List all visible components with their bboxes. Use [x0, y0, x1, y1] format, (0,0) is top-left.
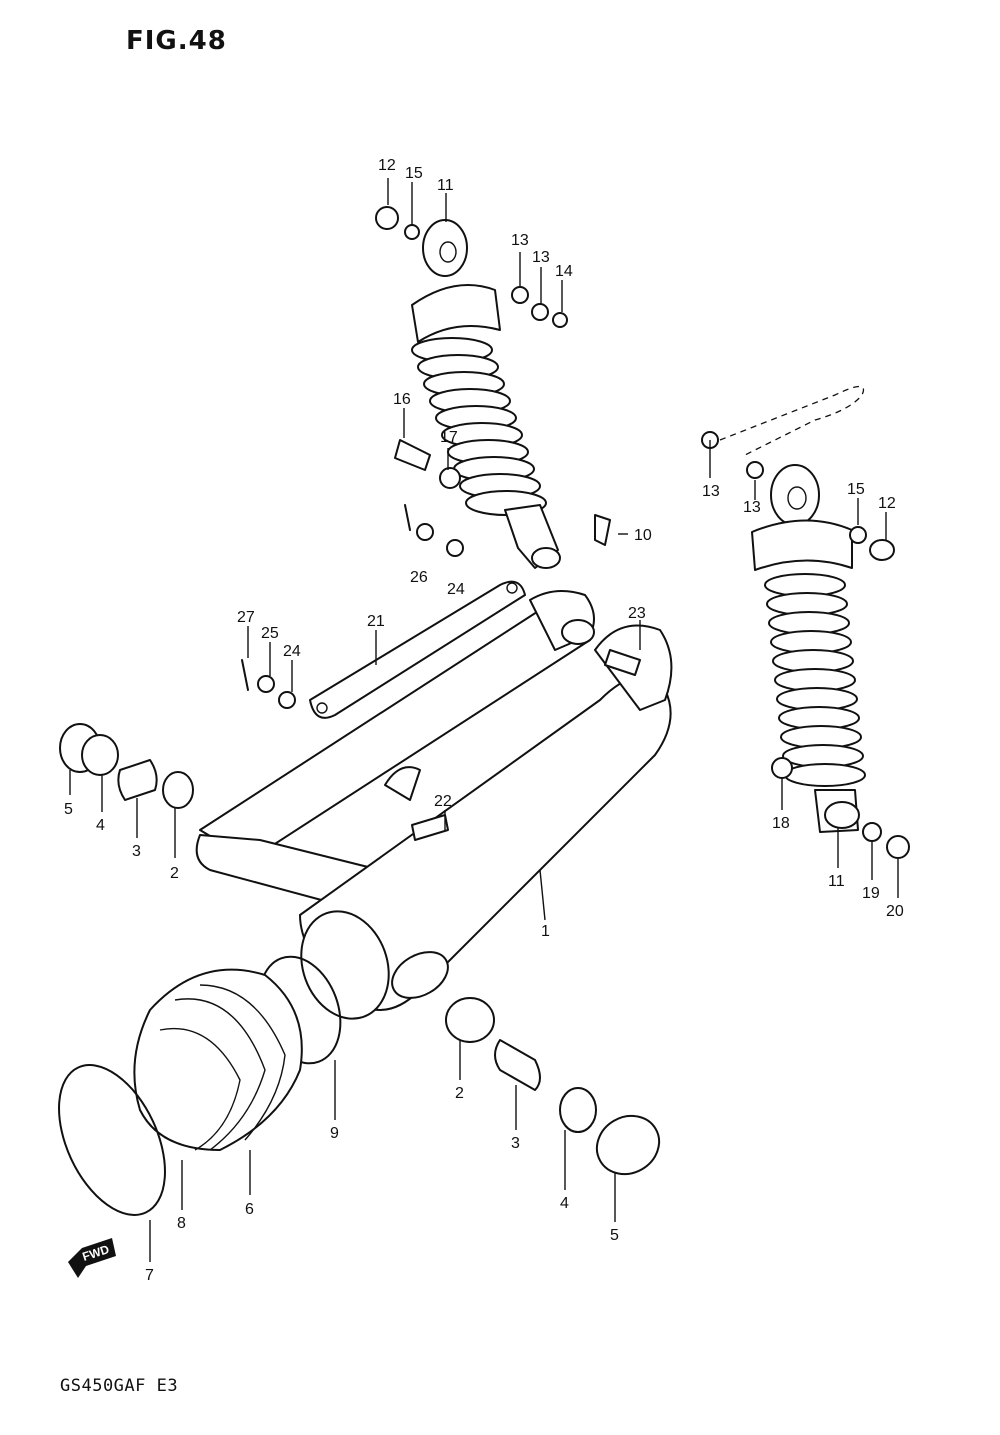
callout-12: 12 — [878, 495, 896, 512]
callout-12: 12 — [378, 157, 396, 174]
callout-9: 9 — [330, 1125, 339, 1142]
callout-2: 2 — [170, 865, 179, 882]
callout-8: 8 — [177, 1215, 186, 1232]
figure-title: FIG.48 — [126, 26, 227, 56]
model-code: GS450GAF E3 — [60, 1376, 179, 1396]
callout-13: 13 — [743, 499, 761, 516]
callout-14: 14 — [555, 263, 573, 280]
callout-1: 1 — [541, 923, 550, 940]
boot-clamp-ring — [58, 1064, 166, 1216]
fasteners — [241, 206, 910, 859]
mount-bracket-outline — [719, 385, 864, 456]
callout-10: 10 — [634, 527, 652, 544]
rubber-boot — [133, 955, 342, 1151]
callout-18: 18 — [772, 815, 790, 832]
callout-21: 21 — [367, 613, 385, 630]
callout-11: 11 — [828, 873, 845, 890]
callout-13: 13 — [532, 249, 550, 266]
spring-coil — [784, 763, 866, 787]
callout-4: 4 — [560, 1195, 569, 1212]
left-pivot-hardware — [59, 723, 194, 809]
right-shock-absorber — [751, 464, 866, 833]
callout-17: 17 — [440, 429, 458, 446]
callout-24: 24 — [283, 643, 301, 660]
callout-25: 25 — [261, 625, 279, 642]
callout-13: 13 — [511, 232, 529, 249]
callout-2: 2 — [455, 1085, 464, 1102]
callout-24: 24 — [447, 581, 465, 598]
callout-5: 5 — [64, 801, 73, 818]
callout-23: 23 — [628, 605, 646, 622]
forward-direction-arrow: FWD — [68, 1238, 116, 1278]
callout-5: 5 — [610, 1227, 619, 1244]
callout-22: 22 — [434, 793, 452, 810]
callout-4: 4 — [96, 817, 105, 834]
callout-15: 15 — [405, 165, 423, 182]
left-shock-absorber — [411, 219, 561, 569]
callout-20: 20 — [886, 903, 904, 920]
callout-13: 13 — [702, 483, 720, 500]
callout-7: 7 — [145, 1267, 154, 1284]
callout-19: 19 — [862, 885, 880, 902]
torque-rod — [309, 580, 526, 719]
callout-11: 11 — [437, 177, 454, 194]
callout-26: 26 — [410, 569, 428, 586]
right-pivot-hardware — [445, 997, 661, 1176]
callout-27: 27 — [237, 609, 255, 626]
callout-16: 16 — [393, 391, 411, 408]
swinging-arm — [195, 590, 673, 1020]
callout-3: 3 — [511, 1135, 520, 1152]
leader-lines — [69, 178, 899, 1262]
callout-6: 6 — [245, 1201, 254, 1218]
callout-15: 15 — [847, 481, 865, 498]
callout-3: 3 — [132, 843, 141, 860]
callout-labels: 12 15 11 13 13 14 16 17 10 26 24 23 21 2… — [64, 157, 904, 1284]
